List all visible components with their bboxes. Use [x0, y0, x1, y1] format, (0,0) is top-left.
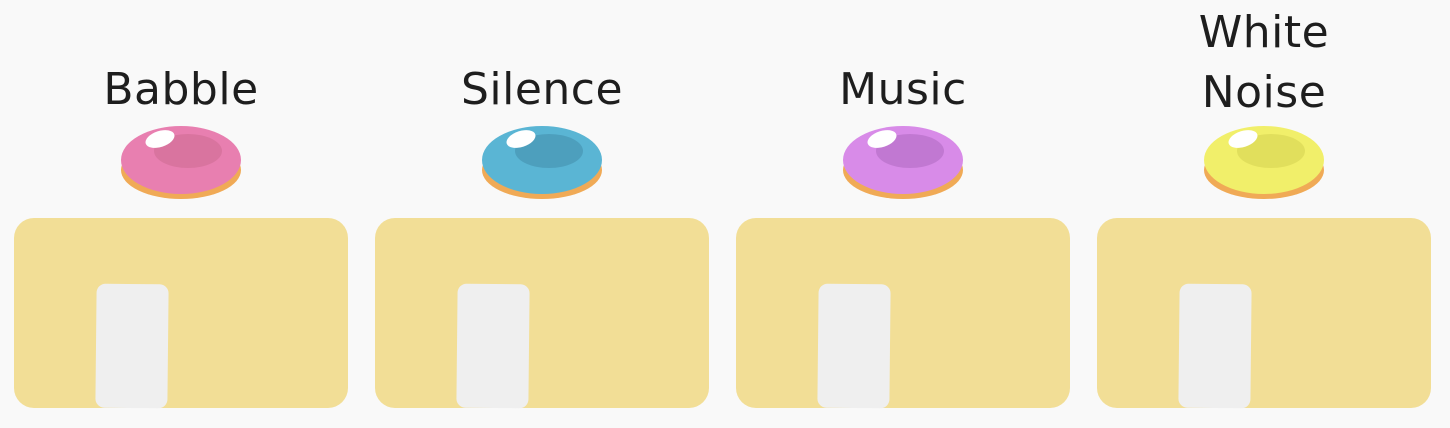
label-babble: Babble	[103, 64, 259, 115]
music-button[interactable]	[840, 120, 966, 202]
babble-box-panel	[95, 283, 169, 409]
silence-box	[375, 218, 709, 408]
stimulus-column-silence: Silence	[375, 0, 709, 428]
white-noise-box-panel	[1178, 283, 1252, 409]
babble-button-icon	[121, 126, 241, 199]
babble-box	[14, 218, 348, 408]
label-white-noise: White Noise	[1198, 7, 1330, 118]
stimulus-column-babble: Babble	[14, 0, 348, 428]
music-box-panel	[817, 283, 891, 409]
white-noise-button[interactable]	[1201, 120, 1327, 202]
white-noise-box	[1097, 218, 1431, 408]
babble-button[interactable]	[118, 120, 244, 202]
stimulus-column-white-noise: White Noise	[1097, 0, 1431, 428]
music-button-icon	[843, 126, 963, 199]
stimulus-column-music: Music	[736, 0, 1070, 428]
label-music: Music	[839, 64, 967, 115]
silence-box-panel	[456, 283, 530, 409]
silence-button-icon	[482, 126, 602, 199]
music-box	[736, 218, 1070, 408]
white-noise-button-icon	[1204, 126, 1324, 199]
label-silence: Silence	[460, 64, 624, 115]
silence-button[interactable]	[479, 120, 605, 202]
